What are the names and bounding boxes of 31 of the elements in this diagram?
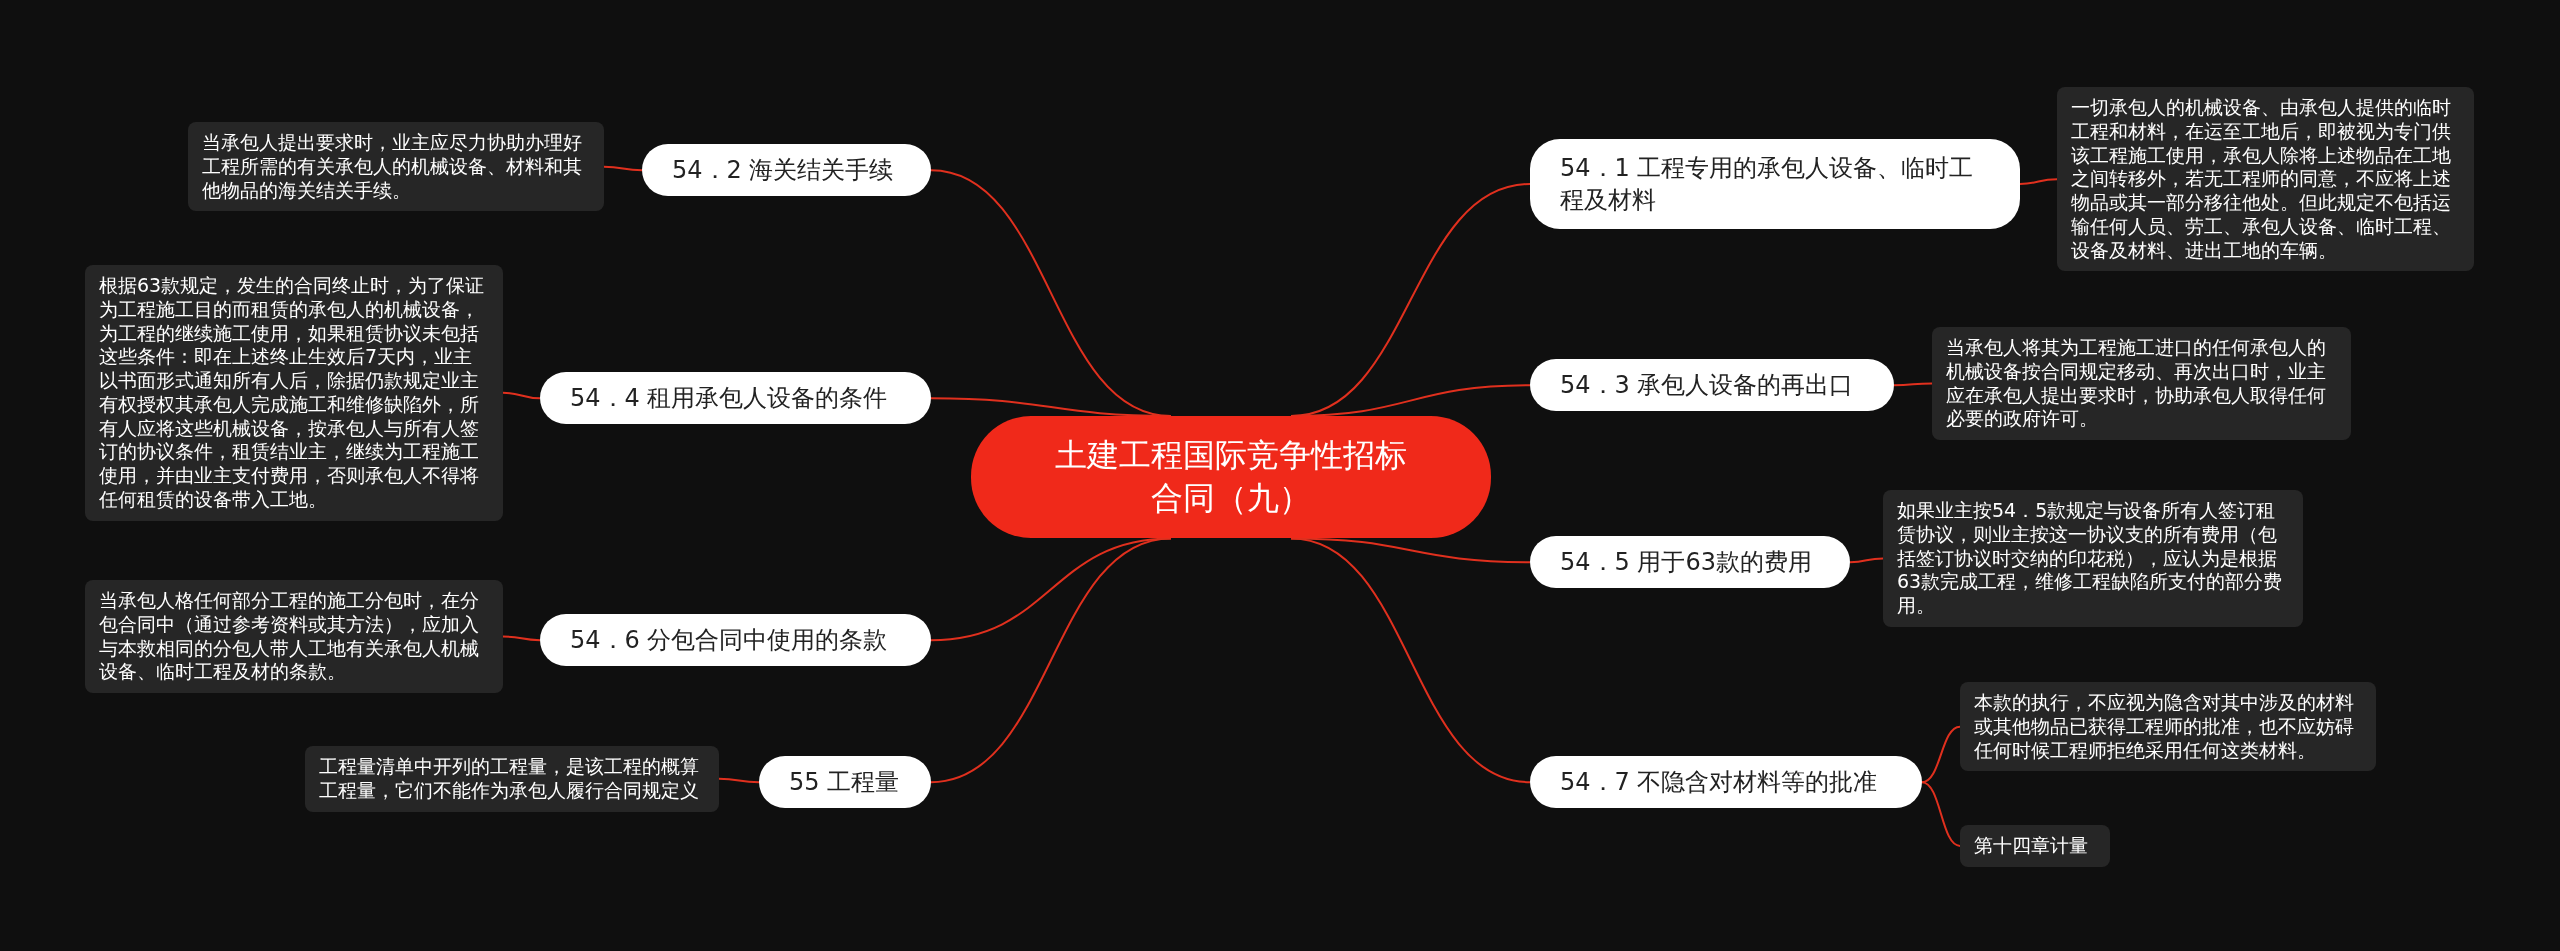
connector-line [603, 165, 643, 172]
note-card: 工程量清单中开列的工程量，是该工程的概算工程量，它们不能作为承包人履行合同规定义 [305, 746, 719, 812]
note-card: 第十四章计量 [1960, 825, 2110, 867]
connector-line [718, 777, 760, 784]
note-card: 当承包人提出要求时，业主应尽力协助办理好工程所需的有关承包人的机械设备、材料和其他物品的海关结关手续。 [188, 122, 604, 212]
note-card: 当承包人将其为工程施工进口的任何承包人的机械设备按合同规定移动、再次出口时，业主应在承包人提出要求时，协助承包人取得任何必要的政府许可。 [1932, 327, 2351, 440]
note-card: 根据63款规定，发生的合同终止时，为了保证为工程施工目的而租赁的承包人的机械设备，为工程的继续施工使用，如果租赁协议未包括这些条件：即在上述终止生效后7天内，业主以书面形式通知所有人后，除据仍款规定业主有权授权其承包人完成施工和维修缺陷外，所有人应将这些机械设备，按承包人与所有人签订的协议条件，租赁结业主，继续为工程施工使用，并由业主支付费用，否则承包人不得将任何租赁的设备带入工地。 [85, 265, 503, 521]
topic-pill: 54．6 分包合同中使用的条款 [540, 614, 931, 667]
topic-pill: 54．5 用于63款的费用 [1530, 536, 1850, 589]
connector-line [502, 391, 541, 400]
connector-line [1290, 384, 1531, 417]
topic-pill: 54．1 工程专用的承包人设备、临时工程及材料 [1530, 139, 2020, 229]
connector-line [502, 635, 541, 642]
connector-line [1921, 781, 1961, 847]
connector-line [1849, 557, 1884, 564]
connector-line [1921, 725, 1961, 784]
central-topic: 土建工程国际竞争性招标合同（九） [971, 416, 1491, 539]
note-card: 如果业主按54．5款规定与设备所有人签订租赁协议，则业主按这一协议支的所有费用（包括签订协议时交纳的印花税），应认为是根据63款完成工程，维修工程缺陷所支付的部分费用。 [1883, 490, 2303, 627]
topic-pill: 54．2 海关结关手续 [642, 144, 931, 197]
topic-pill: 54．4 租用承包人设备的条件 [540, 372, 931, 425]
note-card: 一切承包人的机械设备、由承包人提供的临时工程和材料，在运至工地后，即被视为专门供该工程施工使用，承包人除将上述物品在工地之间转移外，若无工程师的同意，不应将上述物品或其一部分移往他处。但此规定不包括运输任何人员、劳工、承包人设备、临时工程、设备及材料、进出工地的车辆。 [2057, 87, 2474, 272]
topic-pill: 54．7 不隐含对材料等的批准 [1530, 756, 1922, 809]
connector-line [930, 397, 1172, 417]
connector-line [930, 537, 1172, 784]
connector-line [2019, 178, 2058, 185]
connector-line [1893, 382, 1933, 387]
note-card: 当承包人格任何部分工程的施工分包时，在分包合同中（通过参考资料或其方法），应加入与本救相同的分包人带人工地有关承包人机械设备、临时工程及材的条款。 [85, 580, 503, 693]
connector-line [1290, 537, 1531, 784]
topic-pill: 55 工程量 [759, 756, 931, 809]
note-card: 本款的执行，不应视为隐含对其中涉及的材料或其他物品已获得工程师的批准，也不应妨碍任何时候工程师拒绝采用任何这类材料。 [1960, 682, 2376, 772]
topic-pill: 54．3 承包人设备的再出口 [1530, 359, 1894, 412]
